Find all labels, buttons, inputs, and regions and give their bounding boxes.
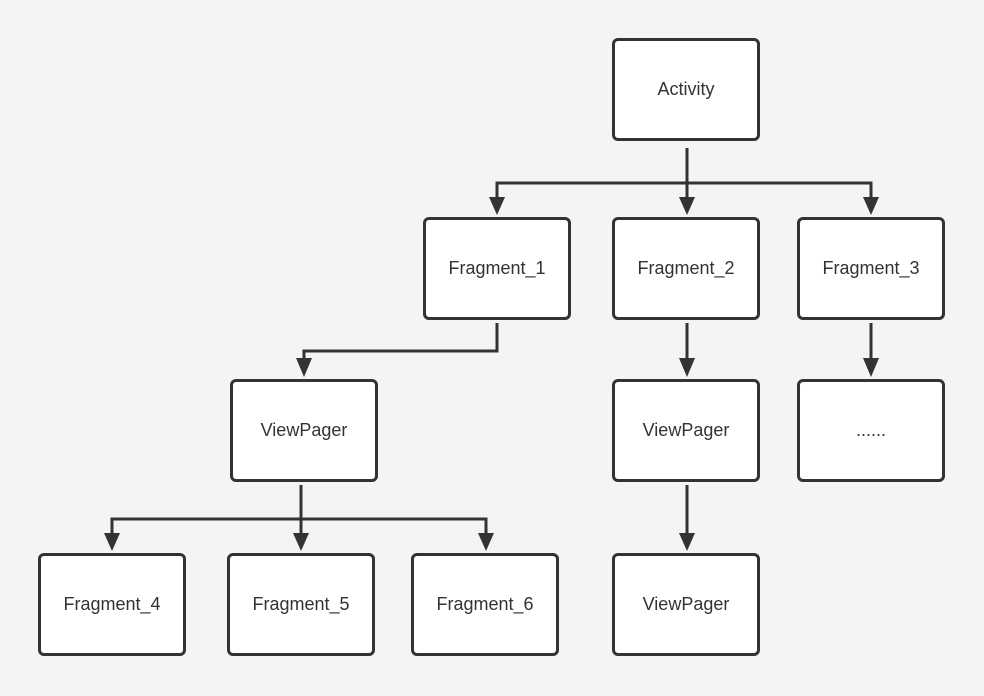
node-fragment-2: Fragment_2 [612,217,760,320]
node-fragment-6: Fragment_6 [411,553,559,656]
node-viewpager-b: ViewPager [612,379,760,482]
node-activity: Activity [612,38,760,141]
edge-activity-to-fragment-3 [687,181,873,200]
edge-viewpager-to-fragment-6 [301,517,488,536]
node-fragment-3: Fragment_3 [797,217,945,320]
node-ellipsis: ...... [797,379,945,482]
arrowhead-fragment-3 [863,197,879,215]
arrowhead-fragment-5 [293,533,309,551]
edge-viewpager-to-fragment-4 [110,485,303,536]
arrowhead-fragment-1 [489,197,505,215]
arrowhead-viewpager-b [679,358,695,377]
edge-activity-to-fragment-1 [495,148,689,200]
node-viewpager-c: ViewPager [612,553,760,656]
arrowhead-viewpager-a [296,358,312,377]
arrowhead-fragment-2 [679,197,695,215]
arrowhead-viewpager-c [679,533,695,551]
edge-fragment-1-to-viewpager [302,323,499,362]
arrowhead-ellipsis [863,358,879,377]
node-fragment-4: Fragment_4 [38,553,186,656]
arrowhead-fragment-6 [478,533,494,551]
node-fragment-5: Fragment_5 [227,553,375,656]
node-fragment-1: Fragment_1 [423,217,571,320]
arrowhead-fragment-4 [104,533,120,551]
node-viewpager-a: ViewPager [230,379,378,482]
